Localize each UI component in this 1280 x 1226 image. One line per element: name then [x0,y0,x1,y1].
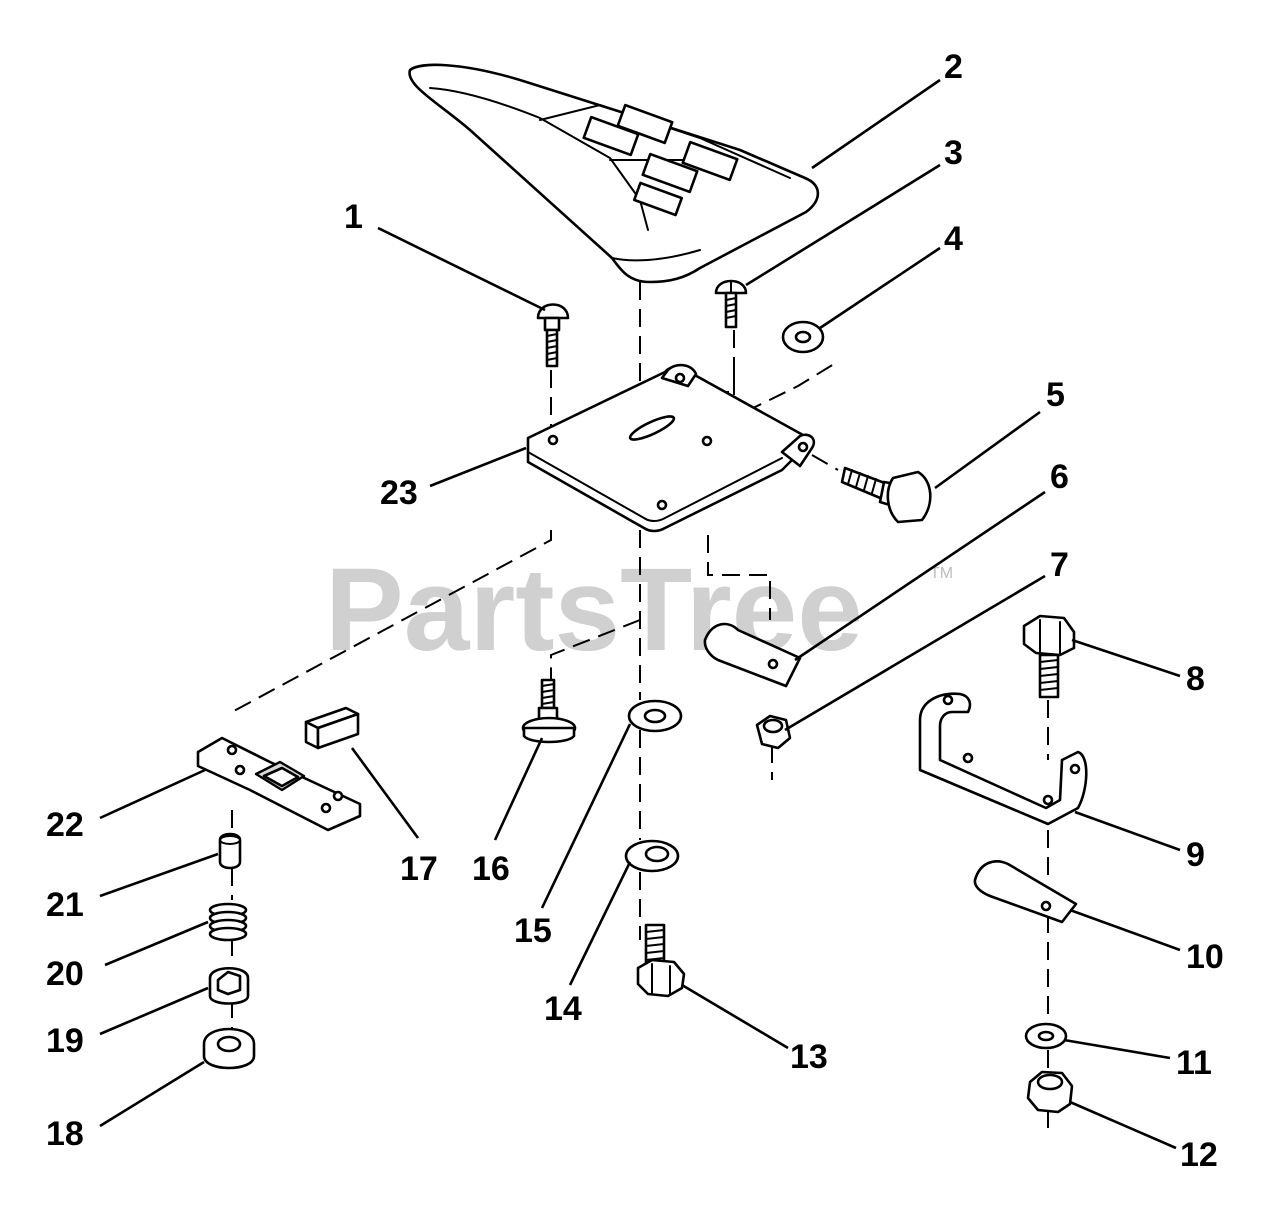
callout-13: 13 [790,1038,828,1076]
spring-part [208,902,248,942]
callout-10: 10 [1186,938,1224,976]
pin-part [218,832,242,870]
seat-plate-part [526,363,816,533]
callout-17: 17 [400,850,438,888]
spacer-block-part [304,706,360,750]
carriage-bolt-part [536,303,570,368]
lock-washer-part [624,839,680,873]
callout-19: 19 [46,1022,84,1060]
callout-1: 1 [344,198,363,236]
flat-washer-part [627,699,683,733]
callout-7: 7 [1050,546,1069,584]
flange-nut-part [202,1027,256,1070]
seat-clip-part [703,622,802,688]
callout-14: 14 [544,990,582,1028]
callout-6: 6 [1050,458,1069,496]
hex-bolt-part [1022,614,1076,699]
callout-20: 20 [46,955,84,993]
screw-part [714,279,748,329]
callout-3: 3 [944,134,963,172]
bracket-part [918,692,1088,826]
callout-16: 16 [472,850,510,888]
shoulder-screw-part [521,678,577,744]
latch-plate-part [196,736,362,832]
hex-nut-right-part [1026,1070,1074,1114]
callout-11: 11 [1176,1044,1212,1082]
shoulder-bolt-part [840,466,932,524]
nut-part [781,320,825,354]
callout-2: 2 [944,48,963,86]
watermark-trademark: TM [930,565,953,582]
callout-4: 4 [944,220,963,258]
callout-8: 8 [1186,660,1205,698]
callout-12: 12 [1180,1136,1218,1174]
cap-part [208,966,250,1005]
clip-part [973,860,1078,924]
callout-15: 15 [514,912,552,950]
callout-21: 21 [46,886,84,924]
callout-5: 5 [1046,376,1065,414]
lock-nut-part [755,714,792,750]
washer-right-part [1024,1022,1068,1050]
callout-22: 22 [46,806,84,844]
callout-9: 9 [1186,836,1205,874]
callout-23: 23 [380,474,418,512]
callout-18: 18 [46,1115,84,1153]
seat-part [408,63,820,284]
leader-lines [99,78,1181,1150]
callout-labels: 1 2 3 4 5 6 7 8 9 10 11 12 13 14 15 16 1… [46,48,1224,1174]
bottom-hex-bolt-part [636,923,686,998]
